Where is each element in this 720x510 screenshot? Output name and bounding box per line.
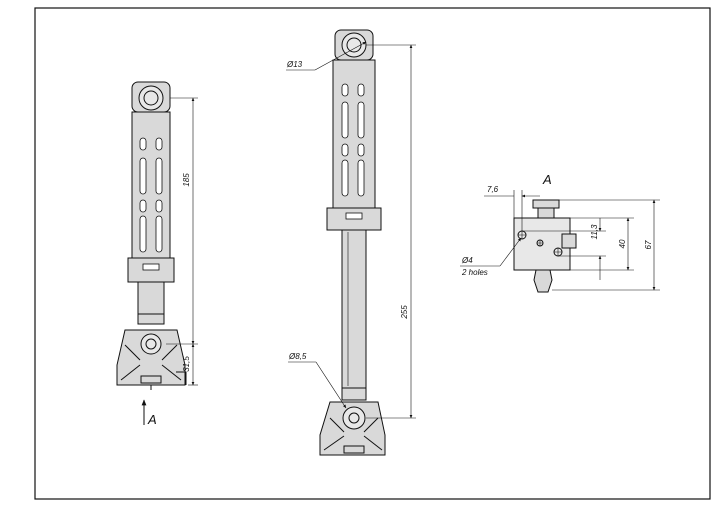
left-dim-31-5: 31,5: [182, 356, 191, 372]
view-a-dim-67: 67: [644, 240, 653, 249]
view-a-dim-11-3: 11,3: [590, 224, 599, 240]
sheet-border: [34, 7, 711, 500]
view-a-dim-40: 40: [618, 239, 627, 248]
middle-damper-slots: [341, 83, 365, 197]
view-a-dim-7-6: 7,6: [487, 185, 499, 194]
middle-damper-drawing: 255 Ø13 Ø8,5: [286, 29, 416, 456]
view-a-title: A: [542, 172, 552, 187]
left-view-marker-a: A: [147, 412, 157, 427]
middle-dim-dia-13: Ø13: [286, 60, 303, 69]
left-dim-185: 185: [182, 173, 191, 187]
middle-dim-255: 255: [400, 305, 409, 320]
left-damper-slots: [139, 137, 163, 253]
middle-dim-dia-8-5: Ø8,5: [288, 352, 307, 361]
left-damper-drawing: 185 31,5 A: [116, 81, 198, 427]
view-a-hole-dia: Ø4: [461, 256, 473, 265]
view-a-hole-count: 2 holes: [461, 268, 488, 277]
view-a-detail: A 7,6 11,3 40 67: [460, 172, 660, 293]
